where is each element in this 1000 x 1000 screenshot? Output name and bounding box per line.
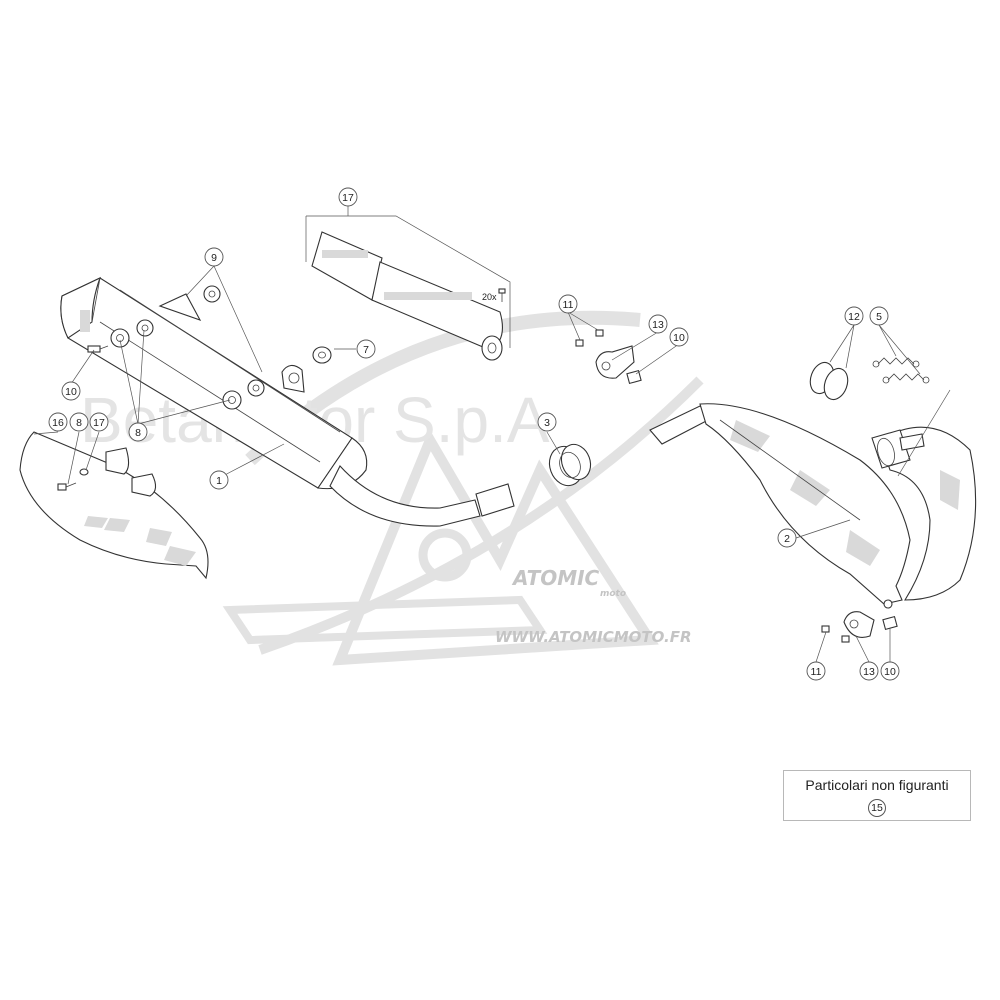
note-number: 15 (868, 799, 886, 817)
callout-6: 8 (128, 422, 148, 442)
svg-text:9: 9 (211, 252, 217, 264)
watermark-url: WWW.ATOMICMOTO.FR (495, 628, 692, 646)
bracket-lower (821, 611, 898, 643)
callout-5: 5 (869, 306, 889, 326)
washer-17 (79, 468, 89, 476)
bracket-upper (575, 329, 642, 385)
svg-text:3: 3 (544, 417, 550, 429)
svg-text:10: 10 (673, 332, 685, 344)
callout-9: 10 (61, 381, 81, 401)
svg-text:8: 8 (76, 417, 82, 429)
leader-lines (33, 206, 951, 663)
expansion-chamber (649, 403, 977, 609)
callout-4: 7 (356, 339, 376, 359)
callout-13-upper: 13 (648, 314, 668, 334)
callout-3: 3 (537, 412, 557, 432)
svg-text:13: 13 (652, 319, 664, 331)
callout-17: 17 (89, 412, 109, 432)
svg-text:8: 8 (135, 427, 141, 439)
svg-text:17: 17 (342, 192, 354, 204)
callout-10-upper: 10 (669, 327, 689, 347)
springs (872, 357, 930, 384)
grommets (110, 285, 332, 410)
svg-text:12: 12 (848, 311, 860, 323)
watermark-logo-sub: moto (600, 589, 626, 599)
callout-1: 1 (209, 470, 229, 490)
callout-13-lower: 13 (859, 661, 879, 681)
svg-text:2: 2 (784, 533, 790, 545)
svg-text:11: 11 (563, 299, 574, 311)
silencer-packing (311, 231, 503, 361)
svg-text:7: 7 (363, 344, 369, 356)
fastener-count: 20x (482, 288, 506, 302)
svg-text:10: 10 (65, 386, 77, 398)
svg-text:10: 10 (884, 666, 896, 678)
fastener-count-label: 20x (482, 292, 497, 302)
svg-text:17: 17 (93, 417, 105, 429)
screw-8 (57, 482, 77, 491)
watermark-logo: ATOMIC (511, 566, 600, 590)
callout-7: 9 (204, 247, 224, 267)
callout-8: 8 (69, 412, 89, 432)
callout-16: 16 (48, 412, 68, 432)
coupling (548, 443, 592, 487)
note-box: Particolari non figuranti 15 (783, 770, 971, 821)
o-rings (809, 361, 849, 401)
svg-text:1: 1 (216, 475, 222, 487)
callout-14: 17 (338, 187, 358, 207)
callout-2: 2 (777, 528, 797, 548)
svg-text:13: 13 (863, 666, 875, 678)
callouts: 17 9 7 10 8 1 16 8 17 3 11 13 10 12 5 2 … (48, 187, 900, 681)
svg-text:5: 5 (876, 311, 882, 323)
callout-12: 12 (844, 306, 864, 326)
silencer (60, 276, 515, 527)
svg-text:16: 16 (52, 417, 64, 429)
svg-text:11: 11 (811, 666, 822, 678)
callout-10-lower: 10 (880, 661, 900, 681)
callout-11-lower: 11 (806, 661, 826, 681)
watermark: Betamotor S.p.A ATOMIC moto WWW.ATOMICMO… (80, 310, 704, 666)
bolt-9 (87, 345, 109, 353)
note-label: Particolari non figuranti (805, 777, 949, 793)
callout-11-upper: 11 (558, 294, 578, 314)
heat-shield (19, 431, 209, 580)
